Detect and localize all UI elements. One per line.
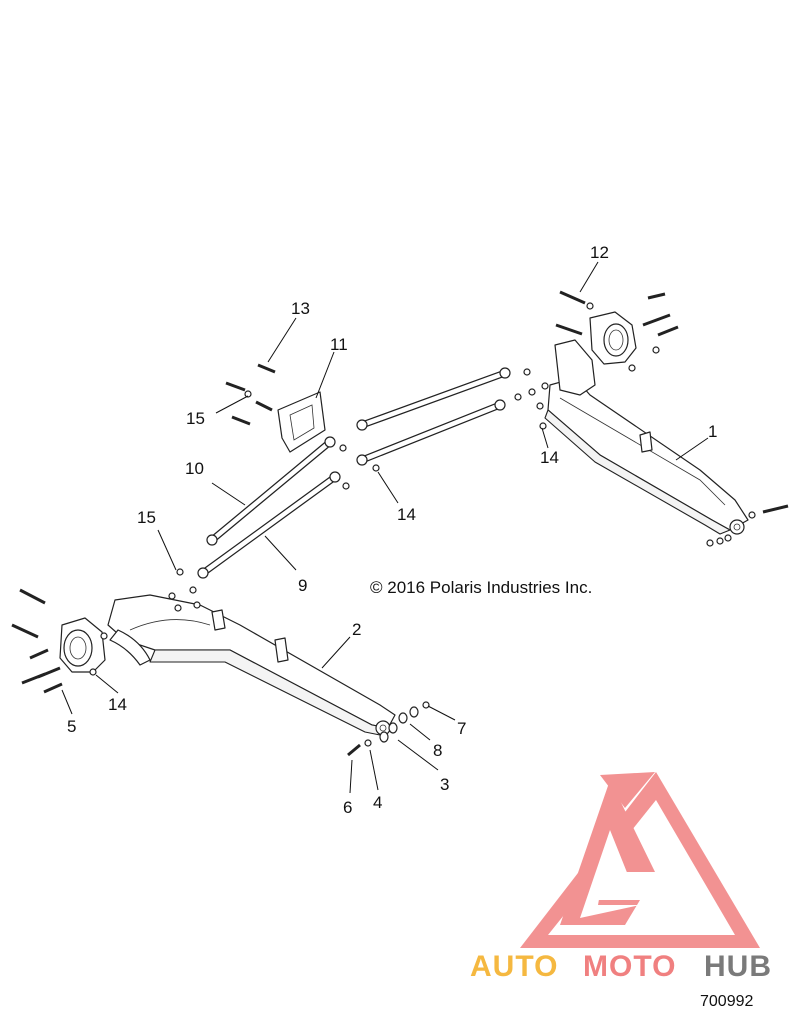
leader-lines [61,261,709,794]
callout-labels: 1 2 3 4 5 6 7 8 9 10 11 12 13 14 14 14 1… [67,243,717,817]
logo-text-auto: AUTO [470,950,558,983]
automotohub-logo [520,772,760,948]
callout-11: 11 [330,335,348,354]
knuckle-left [59,617,106,673]
logo-text-hub: HUB [704,950,772,983]
callout-15-upper: 15 [186,409,205,428]
callout-14-left: 14 [108,695,127,714]
callout-5: 5 [67,717,76,736]
callout-14-middle: 14 [397,505,416,524]
trailing-arm-left [107,594,396,736]
knuckle-right [589,311,637,365]
callout-8: 8 [433,741,442,760]
automotohub-wordmark: AUTO MOTO HUB [470,950,772,983]
callout-3: 3 [440,775,449,794]
figure-number: 700992 [700,993,753,1010]
callout-7: 7 [457,719,466,738]
callout-9: 9 [298,576,307,595]
lower-control-link-right [356,399,506,466]
copyright-notice: © 2016 Polaris Industries Inc. [370,578,592,597]
callout-2: 2 [352,620,361,639]
control-link-10 [206,436,336,546]
callout-4: 4 [373,793,382,812]
callout-6: 6 [343,798,352,817]
control-link-9 [197,471,341,579]
callout-12: 12 [590,243,609,262]
upper-control-link-right [356,367,511,431]
fasteners [11,290,789,757]
callout-14-right: 14 [540,448,559,467]
logo-text-moto: MOTO [583,950,676,983]
callout-13: 13 [291,299,310,318]
trailing-arm-right [544,339,749,535]
mounting-bracket [277,391,326,453]
callout-15-lower: 15 [137,508,156,527]
callout-1: 1 [708,422,717,441]
callout-10: 10 [185,459,204,478]
